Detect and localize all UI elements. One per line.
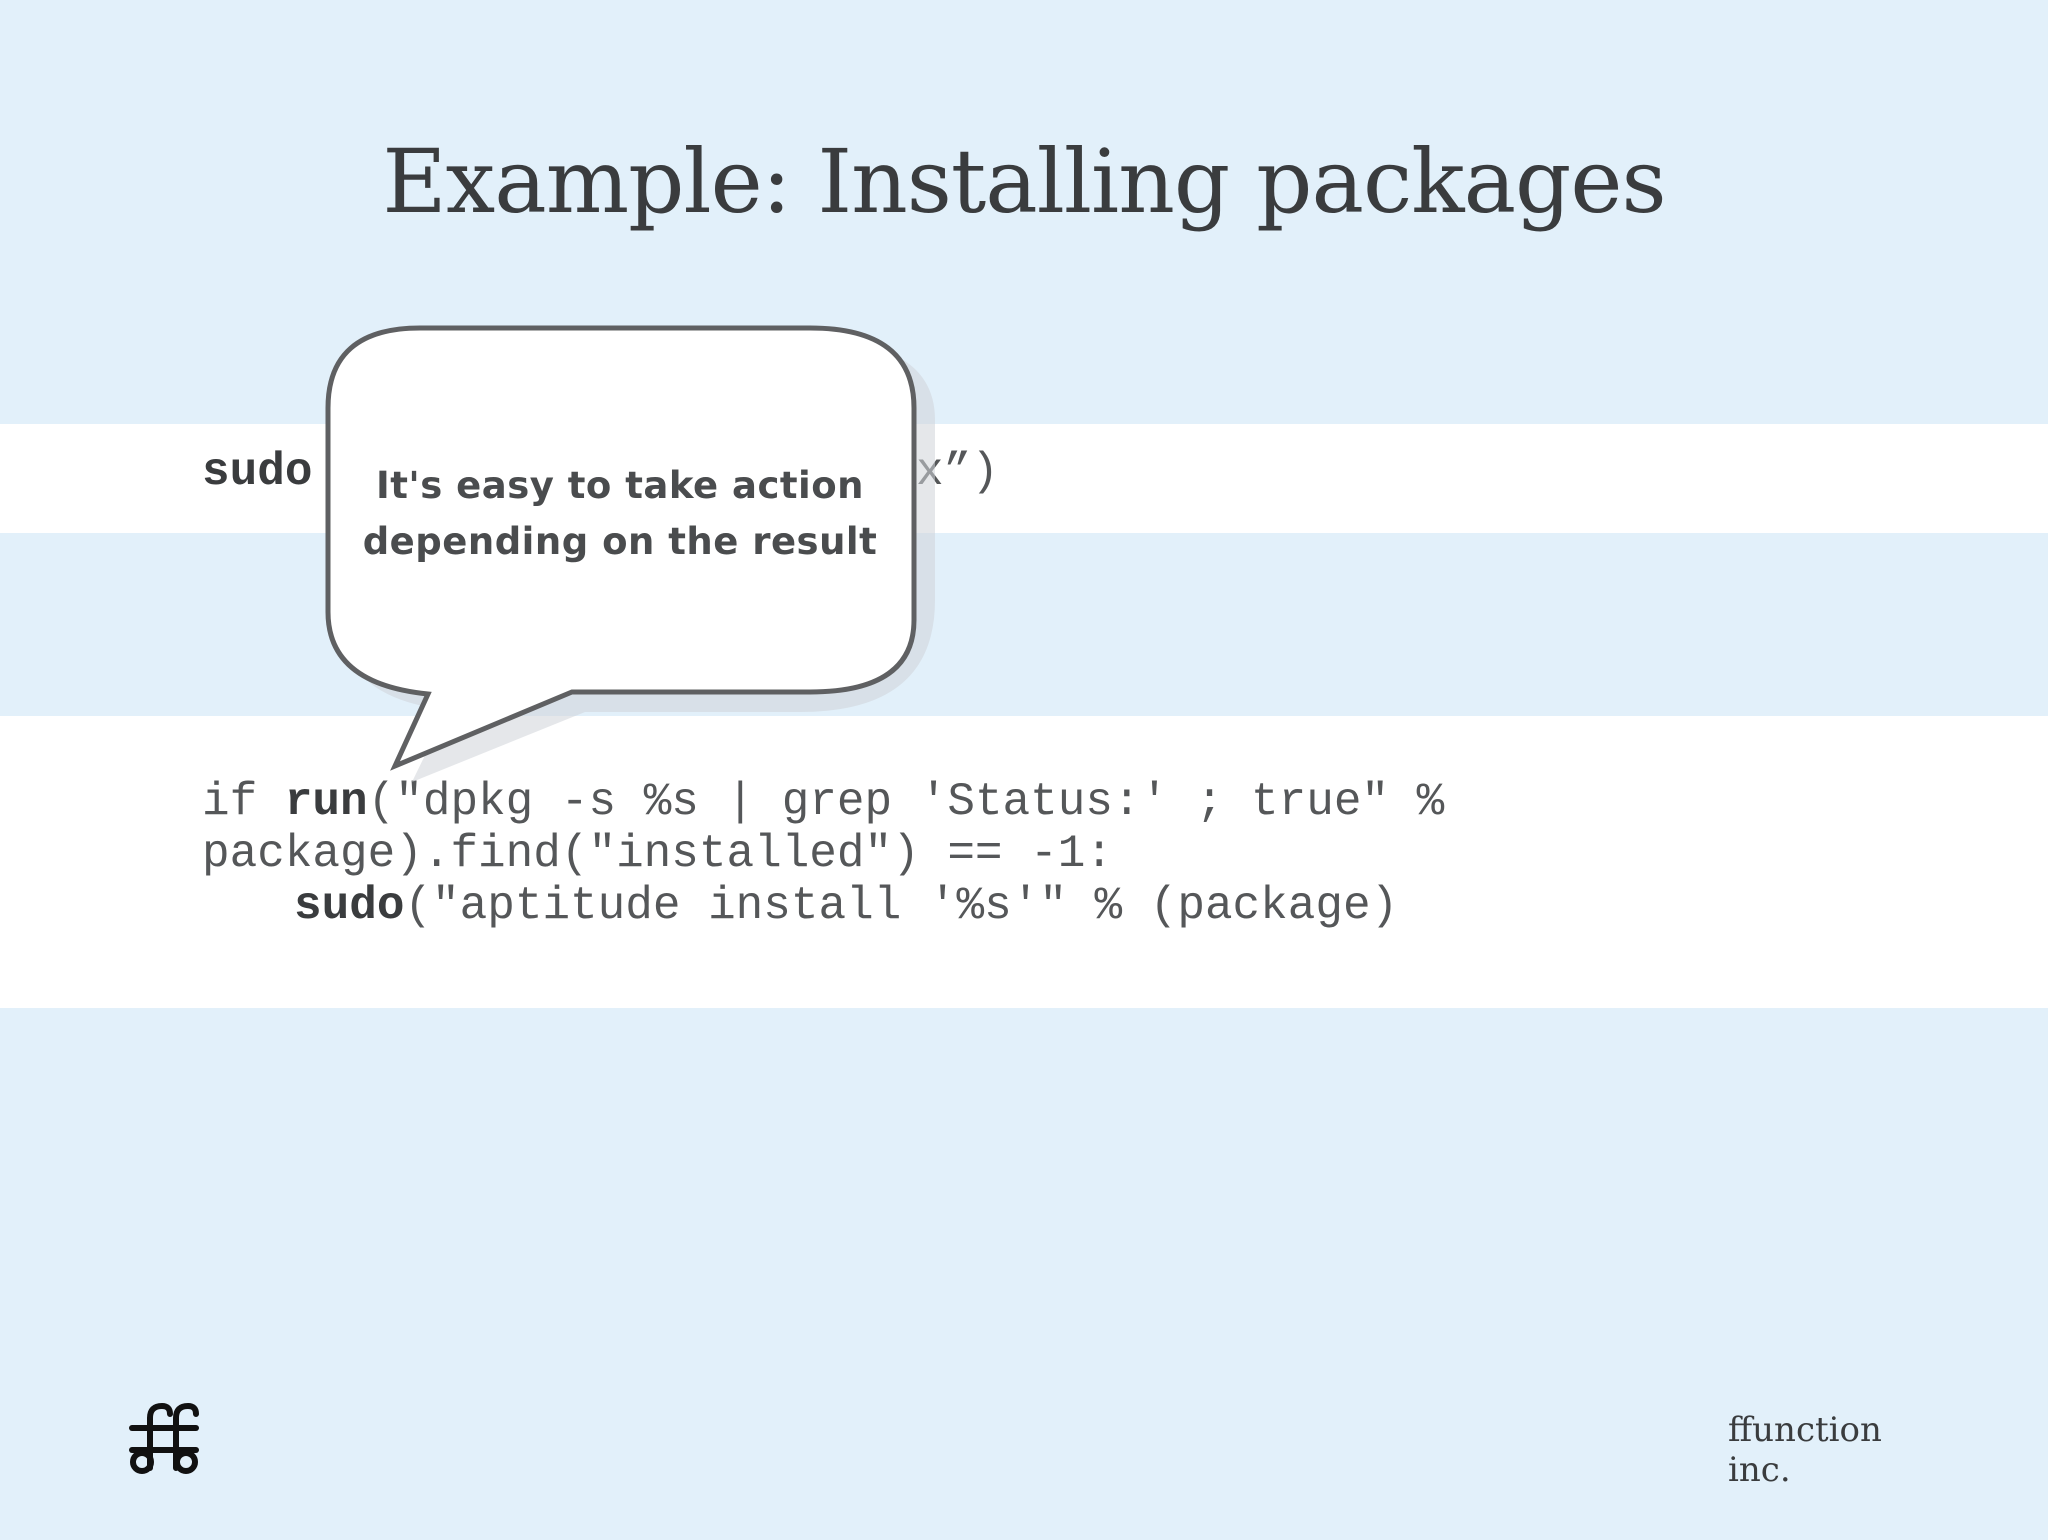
brand-line-2: inc. [1728, 1450, 1791, 1490]
brand-line-1: ffunction [1728, 1410, 1882, 1450]
ff-ligature-logo-icon [129, 1402, 199, 1474]
code-line-tail: nx”) [888, 446, 999, 498]
slide-title: Example: Installing packages [382, 130, 1666, 233]
code-line-sudo: sudo nx”) [202, 446, 999, 498]
code-line-if: if run("dpkg -s %s | grep 'Status:' ; tr… [202, 776, 1444, 828]
code-line-install: sudo("aptitude install '%s'" % (package) [294, 880, 1398, 932]
code-line-find: package).find("installed") == -1: [202, 828, 1113, 880]
brand-name: ffunction inc. [1728, 1410, 1882, 1490]
code-keyword-sudo: sudo [202, 446, 313, 498]
code-install-args: ("aptitude install '%s'" % (package) [404, 880, 1399, 932]
code-run-args: ("dpkg -s %s | grep 'Status:' ; true" % [367, 776, 1445, 828]
code-if: if [202, 776, 285, 828]
code-keyword-sudo-install: sudo [294, 880, 405, 932]
speech-bubble-body [325, 325, 917, 771]
code-keyword-run: run [284, 776, 368, 828]
